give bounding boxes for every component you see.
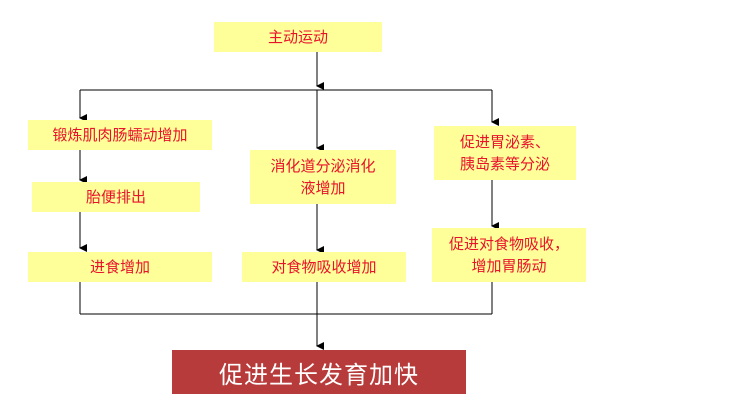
top-box-active-movement: 主动运动 xyxy=(214,22,382,52)
left-step3-box: 进食增加 xyxy=(28,252,212,282)
result-box: 促进生长发育加快 xyxy=(172,350,466,394)
left-step2-box: 胎便排出 xyxy=(32,182,200,212)
middle-step1-box: 消化道分泌消化 液增加 xyxy=(250,150,396,204)
right-step2-box: 促进对食物吸收， 增加胃肠动 xyxy=(432,228,586,282)
left-step1-box: 锻炼肌肉肠蠕动增加 xyxy=(28,120,212,150)
middle-step2-box: 对食物吸收增加 xyxy=(242,252,406,282)
right-step1-box: 促进胃泌素、 胰岛素等分泌 xyxy=(434,126,576,180)
